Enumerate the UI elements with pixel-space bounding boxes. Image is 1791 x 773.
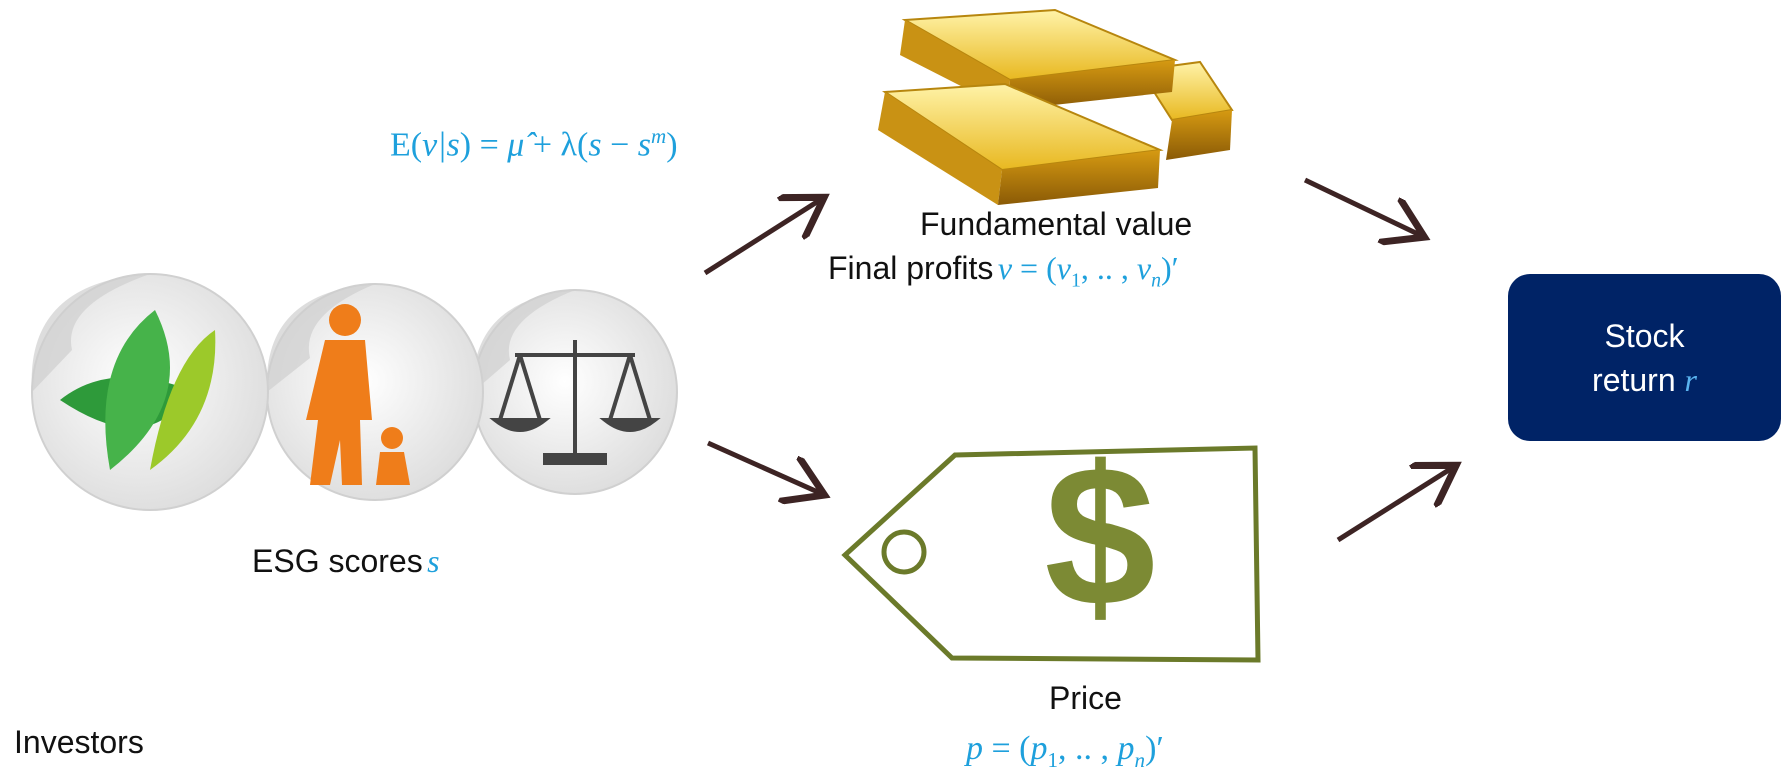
esg-symbol: s — [427, 543, 440, 579]
expected-value-formula: E(v|s) = μ̂ + λ(s − sm) — [390, 124, 678, 164]
formula-close: ) — [666, 126, 678, 164]
formula-eq: = — [471, 126, 508, 164]
stock-return-box: Stock return r — [1508, 274, 1781, 441]
formula-minus: − — [601, 126, 638, 164]
price-label: Price — [1049, 680, 1122, 716]
leaves-icon — [60, 310, 216, 470]
final-profits-label: Final profits — [828, 250, 994, 286]
price-tag-icon — [841, 445, 1261, 663]
p1-sub: 1 — [1047, 747, 1059, 772]
formula-arg: v|s — [422, 126, 460, 164]
arrow-esg-to-price — [706, 440, 820, 493]
family-icon — [306, 304, 410, 485]
stock-line2: return r — [1592, 358, 1697, 402]
pn: p — [1117, 730, 1135, 767]
scales-of-justice-icon — [489, 340, 661, 465]
stock-return-word: return — [1592, 361, 1676, 398]
p-eq: = ( — [983, 730, 1031, 767]
dollar-sign-icon: $ — [1044, 425, 1155, 648]
pn-sub: n — [1134, 747, 1146, 772]
p-symbol: p — [966, 730, 983, 767]
formula-e: E — [390, 126, 411, 164]
fundamental-value-label: Fundamental value — [920, 206, 1193, 242]
final-profits-line: Final profits v = (v1, .. , vn)′ — [828, 250, 1179, 292]
price-formula: p = (p1, .. , pn)′ — [966, 730, 1164, 773]
stock-symbol: r — [1684, 361, 1697, 398]
formula-lambda: + λ( — [524, 126, 589, 164]
p-close: )′ — [1145, 730, 1164, 767]
investors-label: Investors — [14, 724, 144, 760]
v1: v — [1056, 250, 1071, 286]
esg-scores-line: ESG scores s — [252, 543, 440, 580]
arrow-price-to-return — [1336, 468, 1452, 543]
formula-mu-hat: μ̂ — [507, 126, 525, 164]
final-profits-formula: v = (v1, .. , vn)′ — [997, 250, 1179, 291]
p-dots: , .. , — [1058, 730, 1118, 767]
p1: p — [1030, 730, 1048, 767]
formula-sm: s — [637, 126, 652, 164]
arrow-esg-to-value — [703, 200, 820, 276]
v-dots: , .. , — [1080, 250, 1137, 286]
v-close: )′ — [1161, 250, 1179, 286]
esg-scores-label: ESG scores — [252, 543, 423, 579]
gold-bars-icon — [878, 8, 1234, 205]
formula-sm-sup: m — [651, 124, 667, 148]
esg-stickers-icon — [31, 273, 678, 511]
stock-line1: Stock — [1604, 317, 1685, 354]
vn-sub: n — [1151, 269, 1161, 292]
vn: v — [1136, 250, 1152, 286]
v1-sub: 1 — [1070, 269, 1081, 292]
v-eq: = ( — [1012, 250, 1057, 286]
formula-s: s — [588, 126, 602, 164]
arrow-value-to-return — [1303, 177, 1420, 235]
v-symbol: v — [997, 250, 1013, 286]
arrows — [703, 177, 1452, 543]
